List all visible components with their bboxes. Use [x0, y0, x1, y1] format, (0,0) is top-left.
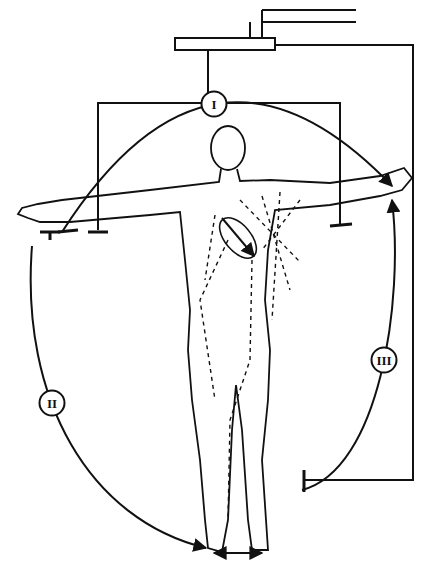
lead-number: I: [211, 98, 216, 111]
lead-number: II: [47, 397, 57, 410]
wires: [98, 10, 413, 480]
lead-circle: II: [38, 389, 66, 417]
human-figure: [18, 126, 412, 552]
current-lines: [200, 192, 300, 520]
lead-arcs: [31, 102, 395, 553]
heart: [213, 211, 264, 264]
lead-circle: III: [370, 346, 398, 374]
lead-circle: I: [200, 90, 228, 118]
lead-number: III: [376, 354, 391, 367]
electrodes: [40, 224, 352, 492]
